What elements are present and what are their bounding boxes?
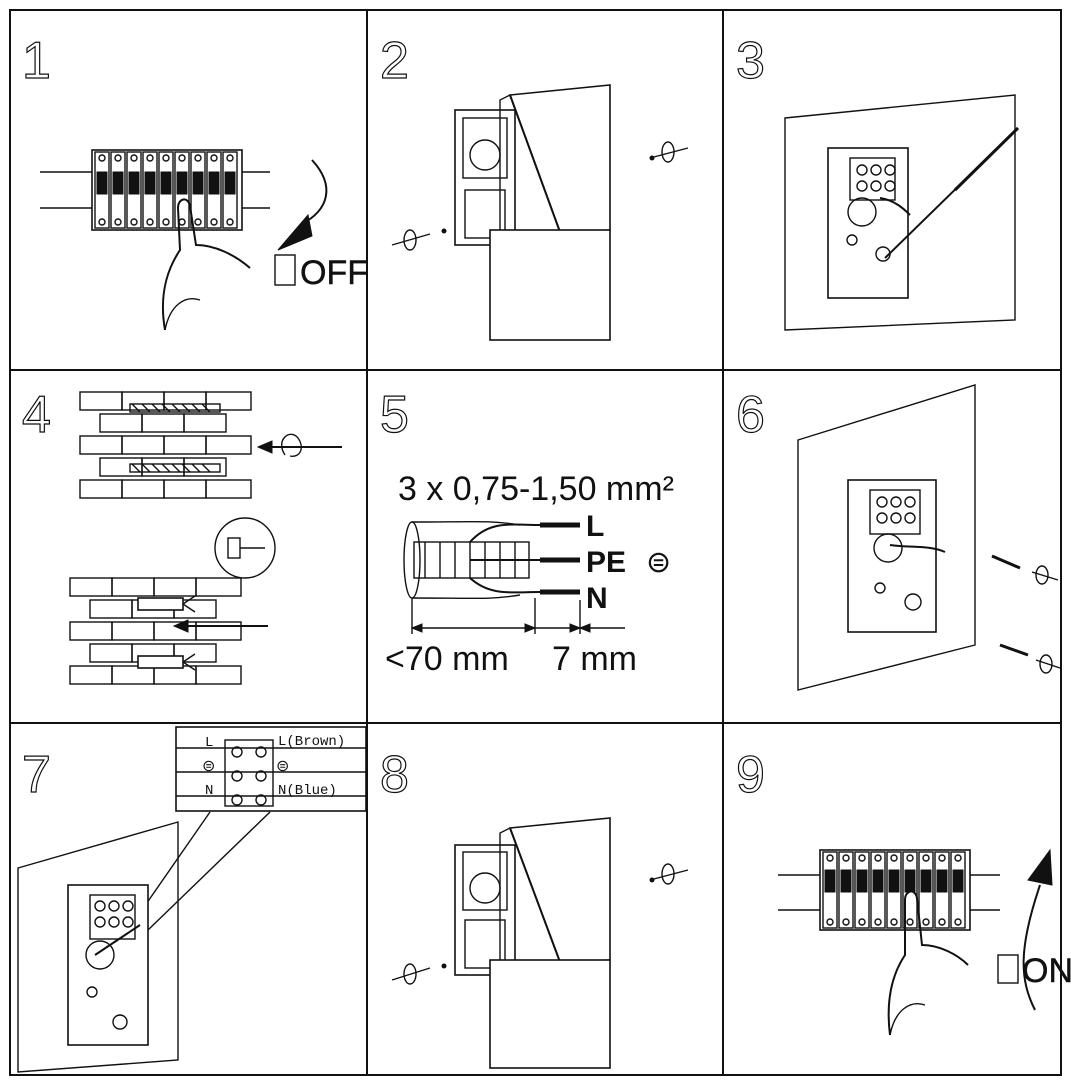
cable-spec: 3 x 0,75-1,50 mm² (398, 470, 674, 508)
core-length: 7 mm (552, 640, 637, 678)
wire-label-L: L (586, 510, 604, 543)
step-1-number: 1 (22, 32, 51, 90)
drill-bit-icon (129, 463, 221, 473)
screw-icon (649, 863, 689, 885)
panel-grid (9, 9, 1062, 1076)
drill-bit-icon (129, 403, 221, 413)
terminal-left-neutral: N (205, 783, 213, 799)
panel-5-cable-prep: 3 x 0,75-1,50 mm² L PE ⊜ N <70 mm 7 mm (385, 470, 674, 678)
terminal-left-live: L (205, 735, 213, 751)
switch-off-arrow-icon (299, 159, 328, 226)
step-5-number: 5 (380, 386, 409, 444)
panel-4-drill-wall (69, 391, 342, 685)
panel-2-remove-cover (391, 84, 689, 341)
screw-icon (391, 963, 447, 985)
wall-plug-icon (214, 517, 276, 579)
on-label: ON (997, 952, 1071, 990)
wire-label-PE: PE (586, 546, 626, 579)
panel-8-fit-cover (391, 817, 689, 1069)
step-8-number: 8 (380, 746, 409, 804)
step-2-number: 2 (380, 32, 409, 90)
earth-icon: ⊜ (646, 546, 671, 579)
step-3-number: 3 (736, 32, 765, 90)
panel-6-mount-base (797, 384, 1061, 691)
earth-icon: ⊜ (276, 758, 289, 776)
panel-3-open-terminal (784, 94, 1020, 331)
screw-icon (649, 141, 689, 163)
earth-icon: ⊜ (202, 758, 215, 776)
screw-icon (991, 554, 1059, 585)
step-4-number: 4 (22, 386, 51, 444)
step-9-number: 9 (736, 746, 765, 804)
step-7-number: 7 (22, 746, 51, 804)
screw-icon (999, 643, 1061, 674)
svg-text:OFF: OFF (300, 254, 368, 292)
wire-label-N: N (586, 582, 608, 615)
screw-icon (391, 228, 447, 251)
terminal-block (224, 739, 274, 807)
switch-on-arrow-icon (1022, 884, 1041, 1011)
terminal-right-neutral: N(Blue) (278, 783, 337, 799)
step-6-number: 6 (736, 386, 765, 444)
terminal-right-live: L(Brown) (278, 734, 345, 750)
panel-7-connect-wires: L ⊜ N L(Brown) ⊜ N(Blue) (17, 726, 367, 1073)
panel-9-breaker-on: ON (778, 848, 1071, 1036)
panel-1-breaker-off: OFF (40, 149, 368, 331)
svg-text:ON: ON (1022, 952, 1071, 990)
strip-length: <70 mm (385, 640, 509, 678)
off-label: OFF (274, 254, 368, 292)
